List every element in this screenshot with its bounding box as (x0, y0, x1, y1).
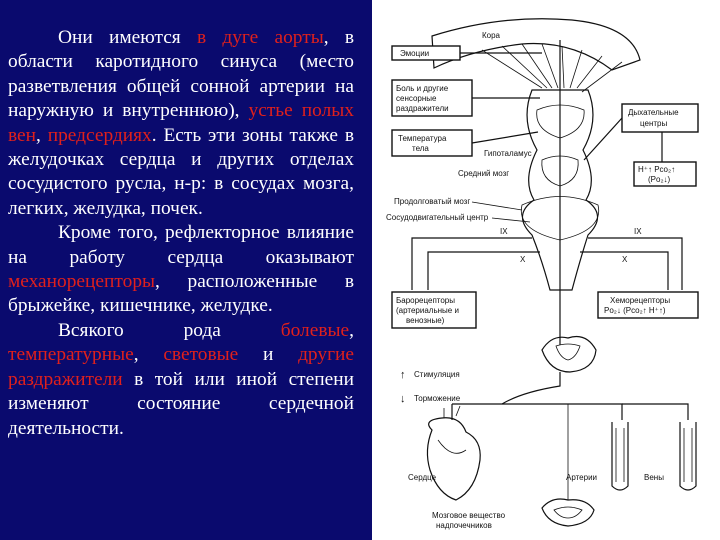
pain-label-3: раздражители (396, 104, 449, 113)
highlight-light: световые (163, 344, 238, 365)
chemoreceptor-label-1: Хеморецепторы (610, 296, 670, 305)
adrenal-label-1: Мозговое вещество (432, 511, 506, 520)
paragraph-2: Кроме того, рефлекторное влияние на рабо… (8, 221, 354, 319)
heart-drawing (427, 418, 480, 500)
pain-label-1: Боль и другие (396, 84, 449, 93)
reflex-diagram: Кора Эмоции Боль и другие сенсорные разд… (372, 0, 720, 540)
diagram-svg: Кора Эмоции Боль и другие сенсорные разд… (372, 0, 720, 540)
highlight-aortic-arch: в дуге аорты (197, 27, 324, 48)
paragraph-3: Всякого рода болевые, температурные, све… (8, 319, 354, 441)
cortex-fibers (482, 44, 622, 92)
highlight-atria: предсердиях (48, 125, 152, 146)
adrenal-drawing (542, 499, 594, 526)
cortex-label: Кора (482, 31, 501, 40)
nerve-ix-right: IX (634, 227, 642, 236)
cortex-outline (432, 19, 640, 70)
text-run: , (36, 125, 48, 146)
highlight-temperature: температурные (8, 344, 134, 365)
vein-drawing (680, 422, 696, 490)
respiratory-label-1: Дыхательные (628, 108, 679, 117)
nerve-ix-left: IX (500, 227, 508, 236)
vasomotor-label: Сосудодвигательный центр (386, 213, 489, 222)
slide-text: Они имеются в дуге аорты, в области каро… (8, 26, 354, 441)
paragraph-1: Они имеются в дуге аорты, в области каро… (8, 26, 354, 221)
arteries-label: Артерии (566, 473, 597, 482)
temperature-arrow (472, 132, 538, 143)
text-run: Всякого рода (58, 320, 281, 341)
medulla-pointer (472, 202, 522, 210)
hypothalamus-label: Гипоталамус (484, 149, 532, 158)
inhibition-arrow-icon: ↓ (400, 393, 406, 405)
baroreceptor-label-2: (артериальные и (396, 306, 459, 315)
temperature-label-2: тела (412, 144, 429, 153)
gas-label-1: H⁺↑ Pco₂↑ (638, 165, 675, 174)
text-run: Они имеются (58, 27, 197, 48)
midbrain-label: Средний мозг (458, 169, 509, 178)
text-run: , (349, 320, 354, 341)
adrenal-inner (554, 507, 582, 518)
artery-inner (616, 428, 624, 482)
temperature-label-1: Температура (398, 134, 447, 143)
inhibition-label: Торможение (414, 394, 461, 403)
medulla-label: Продолговатый мозг (394, 197, 470, 206)
text-run: Кроме того, рефлекторное влияние на рабо… (8, 222, 354, 267)
artery-drawing (612, 422, 628, 490)
text-run: и (238, 344, 298, 365)
baroreceptor-label-3: венозные) (406, 316, 445, 325)
efferent-to-veins (622, 404, 688, 420)
pain-label-2: сенсорные (396, 94, 437, 103)
highlight-mechanoreceptors: механорецепторы (8, 271, 155, 292)
respiratory-label-2: центры (640, 119, 667, 128)
adrenal-label-2: надпочечников (436, 521, 492, 530)
baro-afferent-line (412, 238, 532, 290)
veins-label: Вены (644, 473, 664, 482)
respiratory-arrow (584, 118, 622, 160)
highlight-pain: болевые (281, 320, 349, 341)
chemoreceptor-label-2: Po₂↓ (Pco₂↑ H⁺↑) (604, 306, 666, 315)
nerve-x-right: X (622, 255, 628, 264)
heart-label: Сердце (408, 473, 437, 482)
efferent-trunk (452, 372, 560, 404)
spinal-cord-grey (556, 344, 580, 360)
gas-label-2: (Po₂↓) (648, 175, 671, 184)
stimulation-label: Стимуляция (414, 370, 460, 379)
vasomotor-pointer (492, 218, 530, 222)
spinal-cord-section (542, 337, 596, 373)
vein-inner (684, 428, 692, 482)
emotion-label: Эмоции (400, 49, 429, 58)
nerve-x-left: X (520, 255, 526, 264)
baroreceptor-label-1: Барорецепторы (396, 296, 455, 305)
stimulation-arrow-icon: ↑ (400, 369, 406, 381)
text-run: , (134, 344, 164, 365)
efferent-to-arteries (502, 404, 622, 420)
